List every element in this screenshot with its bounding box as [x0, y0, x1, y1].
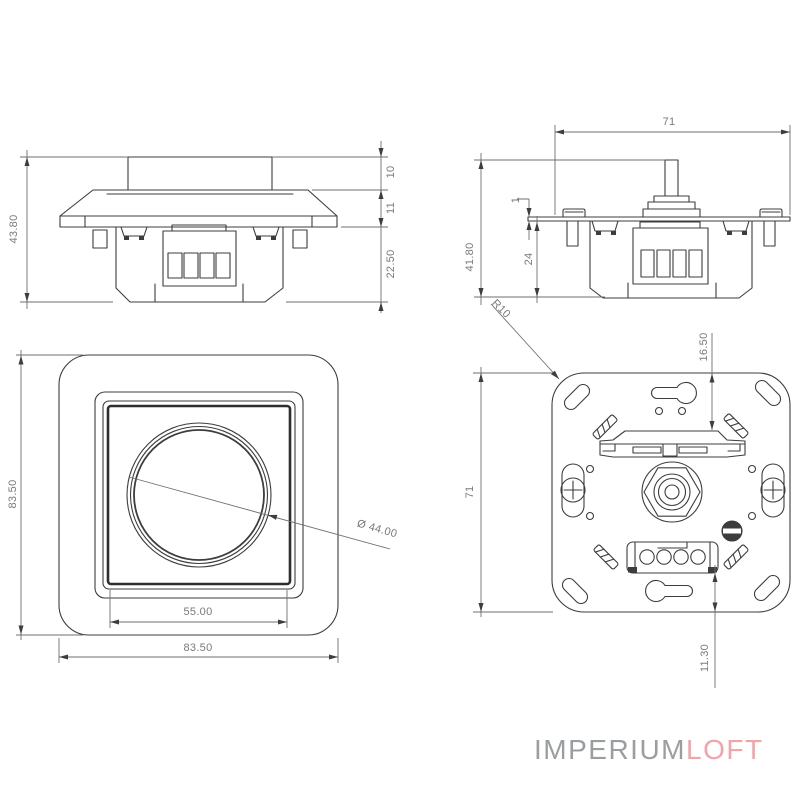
dim-side-b-total-height: 41.80 — [464, 242, 476, 272]
support-pegs — [92, 229, 308, 249]
shaft-side — [664, 159, 679, 197]
corner-slot — [563, 383, 591, 411]
bushing-nut-side — [642, 195, 701, 218]
mechanism-body-side — [115, 226, 284, 303]
mechanism-body — [589, 220, 753, 299]
claw-slot — [592, 414, 618, 440]
keyhole-top — [651, 381, 697, 405]
retaining-bracket — [599, 430, 746, 458]
dim-side-a-knob-height: 10 — [385, 165, 397, 179]
shaft-end — [664, 484, 680, 500]
corner-slot — [754, 379, 782, 407]
outer-frame — [58, 354, 339, 636]
terminal-block-back — [626, 541, 719, 574]
hex-nut — [643, 467, 701, 517]
knob-front — [126, 422, 272, 568]
phillips-screw-left — [560, 477, 586, 503]
view-side-assembled — [20, 141, 388, 313]
view-side-mechanism — [474, 125, 791, 305]
screw-left — [562, 208, 586, 218]
center-plate — [106, 404, 292, 586]
dim-back-bottom-offset: 11.30 — [699, 643, 711, 673]
mounting-plate — [551, 372, 791, 613]
corner-slot — [753, 574, 781, 602]
dim-side-b-plate-thickness: 1 — [510, 196, 522, 204]
dim-front-inner-width: 55.00 — [183, 606, 213, 618]
screw-slot-left — [561, 463, 585, 518]
brand-logo-accent: LOFT — [686, 734, 764, 765]
brand-logo: IMPERIUMLOFT — [534, 734, 764, 766]
view-front — [16, 350, 391, 663]
terminal-block-side — [162, 224, 237, 287]
corner-slot — [561, 577, 589, 605]
brand-logo-primary: IMPERIUM — [534, 734, 686, 765]
phillips-screw-right — [760, 477, 786, 503]
bushing-ring — [641, 461, 703, 523]
view-back-plate — [473, 303, 791, 688]
claw-slot — [593, 544, 619, 570]
keyhole-bottom — [645, 579, 693, 603]
terminal-block — [632, 221, 709, 285]
faceplate-side — [59, 189, 338, 228]
dim-side-b-recess-depth: 24 — [523, 252, 535, 266]
dim-front-width: 83.50 — [183, 642, 213, 654]
dim-back-plate-height: 71 — [464, 485, 476, 499]
support-plate-side — [527, 216, 791, 222]
screw-slot-right — [761, 463, 785, 518]
dim-side-a-frame-thickness: 11 — [385, 201, 397, 215]
screw-right — [759, 208, 783, 218]
dim-back-top-offset: 16.50 — [698, 332, 710, 362]
dim-front-height: 83.50 — [7, 479, 19, 509]
knob-side — [127, 156, 273, 191]
dim-side-a-body-depth: 22.50 — [385, 249, 397, 279]
dim-side-a-total-height: 43.80 — [8, 214, 20, 244]
claw-slot — [723, 544, 749, 570]
claw-slot — [723, 413, 749, 439]
dim-side-b-width: 71 — [662, 116, 676, 128]
inner-frame — [94, 391, 304, 599]
